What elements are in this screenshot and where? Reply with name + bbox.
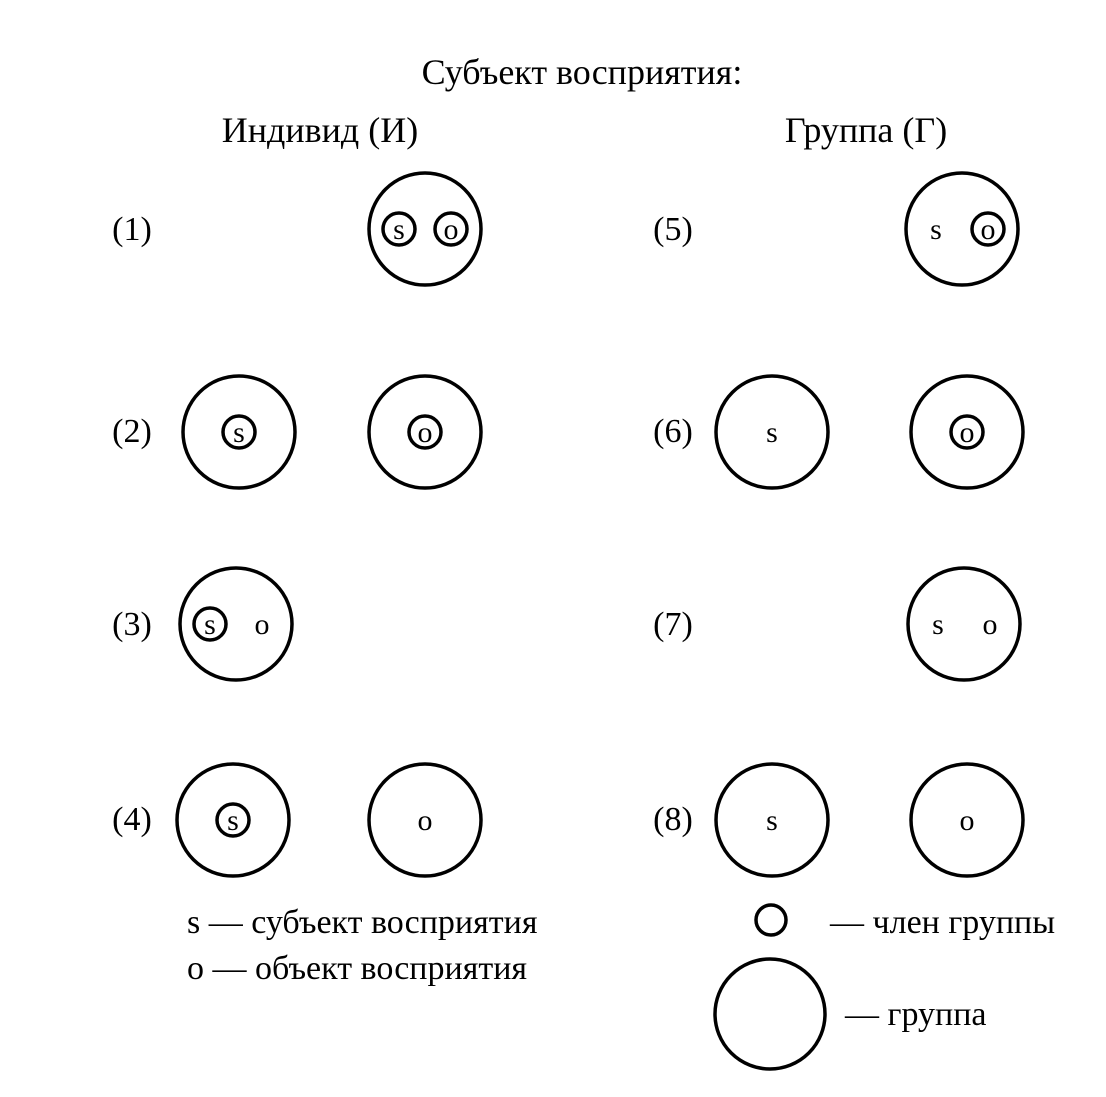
group-circle-row-2-1 bbox=[181, 374, 297, 490]
member-circle-icon bbox=[407, 414, 443, 450]
group-circle-row-4-2 bbox=[367, 762, 483, 878]
group-circles: s o s o s o s o s o s o s o s o bbox=[175, 171, 1025, 878]
object-symbol: o bbox=[960, 804, 975, 837]
group-circle-row-2-2 bbox=[367, 374, 483, 490]
legend-group-circle-icon bbox=[713, 957, 827, 1071]
subject-symbol: s bbox=[932, 608, 944, 641]
group-circle-row-6-2 bbox=[909, 374, 1025, 490]
object-symbol: o bbox=[255, 608, 270, 641]
subject-symbol: s bbox=[766, 804, 778, 837]
column-heading-individual: Индивид (И) bbox=[222, 110, 418, 150]
group-circle-row-3-1 bbox=[178, 566, 294, 682]
object-symbol: o bbox=[981, 213, 996, 246]
diagram-title: Субъект восприятия: bbox=[422, 52, 743, 92]
subject-symbol: s bbox=[233, 416, 245, 449]
legend-object-text: o — объект восприятия bbox=[187, 950, 527, 987]
row-label-5: (5) bbox=[653, 211, 693, 248]
subject-symbol: s bbox=[766, 416, 778, 449]
legend: s — субъект восприятия o — объект воспри… bbox=[187, 903, 1055, 1071]
row-label-2: (2) bbox=[112, 413, 152, 450]
member-circle-icon bbox=[221, 414, 257, 450]
subject-symbol: s bbox=[930, 213, 942, 246]
group-circle-row-7-1 bbox=[906, 566, 1022, 682]
object-symbol: o bbox=[444, 213, 459, 246]
row-label-3: (3) bbox=[112, 606, 152, 643]
object-symbol: o bbox=[983, 608, 998, 641]
member-circle-icon bbox=[381, 211, 417, 247]
row-label-4: (4) bbox=[112, 801, 152, 838]
subject-symbol: s bbox=[227, 804, 239, 837]
row-label-7: (7) bbox=[653, 606, 693, 643]
group-circle-row-1-1 bbox=[367, 171, 483, 287]
row-label-6: (6) bbox=[653, 413, 693, 450]
member-circle-icon bbox=[970, 211, 1006, 247]
group-circle-row-4-1 bbox=[175, 762, 291, 878]
member-circle-icon bbox=[433, 211, 469, 247]
legend-member-circle-icon bbox=[754, 903, 788, 937]
object-symbol: o bbox=[418, 416, 433, 449]
legend-subject-text: s — субъект восприятия bbox=[187, 904, 538, 941]
column-heading-group: Группа (Г) bbox=[785, 110, 947, 150]
member-circle-icon bbox=[215, 802, 251, 838]
subject-symbol: s bbox=[393, 213, 405, 246]
group-circle-row-5-1 bbox=[904, 171, 1020, 287]
group-circle-row-8-1 bbox=[714, 762, 830, 878]
group-circle-row-8-2 bbox=[909, 762, 1025, 878]
row-label-1: (1) bbox=[112, 211, 152, 248]
group-circle-row-6-1 bbox=[714, 374, 830, 490]
member-circle-icon bbox=[949, 414, 985, 450]
object-symbol: o bbox=[418, 804, 433, 837]
object-symbol: o bbox=[960, 416, 975, 449]
member-circle-icon bbox=[192, 606, 228, 642]
row-label-8: (8) bbox=[653, 801, 693, 838]
legend-member-text: — член группы bbox=[829, 904, 1055, 941]
legend-group-text: — группа bbox=[844, 996, 986, 1033]
subject-symbol: s bbox=[204, 608, 216, 641]
